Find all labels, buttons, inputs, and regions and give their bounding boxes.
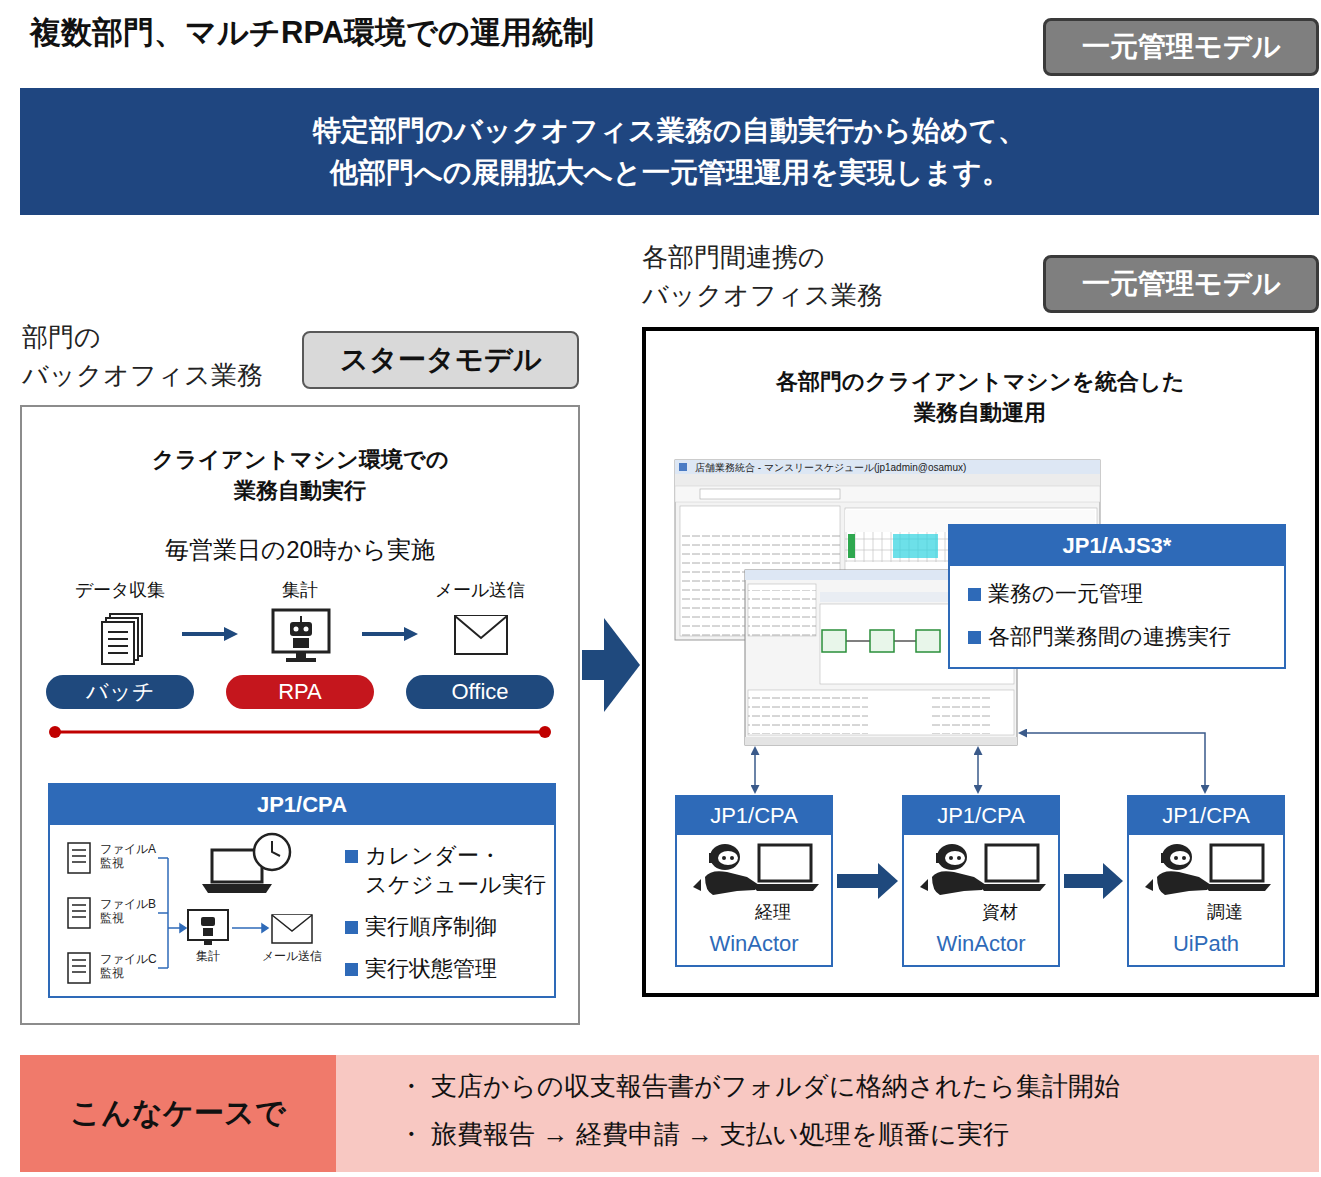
- file-icon: [68, 843, 90, 983]
- node-text: ・ 支店からの収支報告書がフォルダに格納されたら集計開始: [398, 1069, 1120, 1104]
- tool-box: JP1/AJS3* 業務の一元管理各部門業務間の連携実行: [948, 524, 1286, 669]
- node-text: WinActor: [936, 931, 1025, 957]
- robot-monitor-icon: [188, 910, 228, 945]
- robot-icon: [693, 844, 819, 895]
- node-text: スタータモデル: [340, 341, 542, 379]
- node-text: 経理: [755, 900, 791, 924]
- diagram-label: ファイルA 監視: [100, 843, 155, 871]
- node-text: 実行順序制御: [345, 913, 497, 942]
- box-header: JP1/CPA: [904, 797, 1058, 835]
- node-text: こんなケースで: [70, 1093, 286, 1134]
- process-step: データ収集バッチ: [60, 578, 180, 713]
- box-header: JP1/AJS3*: [950, 526, 1284, 566]
- robot-box: JP1/CPA 経理 WinActor: [675, 795, 833, 967]
- node-text: 集計: [282, 578, 318, 602]
- node-text: 調達: [1207, 900, 1243, 924]
- node-text: 一元管理モデル: [1082, 28, 1281, 66]
- connector-arrow: [182, 632, 224, 636]
- starter-panel: データ収集バッチ集計RPAメール送信OfficeJP1/CPAカレンダー・ スケ…: [20, 405, 580, 1025]
- diagram-label: ファイルC 監視: [100, 953, 157, 981]
- node-text: 毎営業日の20時から実施: [165, 534, 435, 566]
- tool-pill: バッチ: [46, 675, 194, 709]
- diagram-title: 複数部門、マルチRPA環境での運用統制: [30, 12, 594, 54]
- connector-arrow: [582, 650, 604, 680]
- case-list: ・ 支店からの収支報告書がフォルダに格納されたら集計開始・ 旅費報告 → 経費申…: [336, 1055, 1319, 1172]
- node-text: カレンダー・ スケジュール実行: [345, 842, 546, 899]
- node-text: WinActor: [709, 931, 798, 957]
- robot-icon: [920, 844, 1046, 895]
- connector-arrow: [977, 755, 979, 785]
- node-text: 部門の バックオフィス業務: [22, 319, 263, 394]
- node-text: 一元管理モデル: [1082, 265, 1281, 303]
- process-step: 集計RPA: [240, 578, 360, 713]
- connector-arrow: [362, 632, 404, 636]
- box-header: JP1/CPA: [677, 797, 831, 835]
- process-step: メール送信Office: [420, 578, 540, 713]
- envelope-icon: [272, 915, 312, 943]
- node-text: クライアントマシン環境での 業務自動実行: [152, 445, 449, 507]
- box-header: JP1/CPA: [50, 785, 554, 825]
- connector-arrow: [837, 874, 878, 888]
- node-text: 各部門間連携の バックオフィス業務: [642, 239, 883, 314]
- node-text: 業務の一元管理: [968, 580, 1143, 609]
- node-text: 資材: [982, 900, 1018, 924]
- node-text: UiPath: [1173, 931, 1239, 957]
- node-text: 各部門のクライアントマシンを統合した 業務自動運用: [776, 367, 1185, 429]
- connector-arrow: [1027, 733, 1205, 785]
- node-text: ・ 旅費報告 → 経費申請 → 支払い処理を順番に実行: [398, 1117, 1009, 1152]
- timeline: [49, 726, 551, 738]
- diagram-label: ファイルB 監視: [100, 898, 156, 926]
- envelope-icon: [455, 616, 507, 654]
- node-text: メール送信: [435, 578, 525, 602]
- model-badge: 一元管理モデル: [1043, 255, 1319, 313]
- node-text: 実行状態管理: [345, 955, 497, 984]
- connector-arrow: [1064, 874, 1103, 888]
- node-text: データ収集: [75, 578, 165, 602]
- robot-monitor-icon: [273, 610, 329, 662]
- robot-icon: [1145, 844, 1271, 895]
- tool-pill: RPA: [226, 675, 374, 709]
- headline-banner: 特定部門のバックオフィス業務の自動実行から始めて、 他部門への展開拡大へと一元管…: [20, 88, 1319, 215]
- scheduler-laptop-icon: [202, 834, 290, 893]
- document-icon: [102, 614, 142, 664]
- model-badge: 一元管理モデル: [1043, 18, 1319, 76]
- box-header: JP1/CPA: [1129, 797, 1283, 835]
- diagram-label: 集計: [196, 950, 220, 964]
- tool-pill: Office: [406, 675, 554, 709]
- diagram-label: メール送信: [262, 950, 322, 964]
- node-text: 店舗業務統合 - マンスリースケジュール(jp1admin@osamux): [695, 461, 966, 475]
- model-badge: スタータモデル: [302, 331, 579, 389]
- case-label: こんなケースで: [20, 1055, 336, 1172]
- robot-box: JP1/CPA 調達 UiPath: [1127, 795, 1285, 967]
- integrated-panel: 店舗業務統合 - マンスリースケジュール(jp1admin@osamux) JP1…: [642, 327, 1319, 997]
- node-text: 各部門業務間の連携実行: [968, 623, 1231, 652]
- node-text: 特定部門のバックオフィス業務の自動実行から始めて、 他部門への展開拡大へと一元管…: [313, 110, 1026, 194]
- connector-arrow: [754, 755, 756, 785]
- robot-box: JP1/CPA 資材 WinActor: [902, 795, 1060, 967]
